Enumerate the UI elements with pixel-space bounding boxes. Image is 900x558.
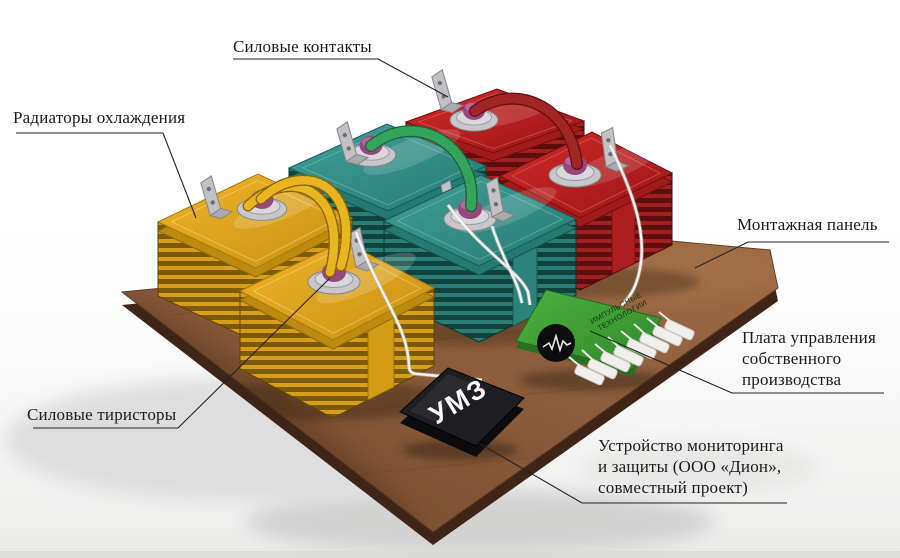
label-cooling-radiators: Радиаторы охлаждения: [13, 108, 186, 127]
power-cable-red: [469, 92, 583, 170]
thyristor-teal-front: [443, 199, 497, 232]
leader-radiators: [16, 132, 197, 219]
power-cable-yellow: [242, 174, 352, 278]
leader-mounting-panel: [694, 241, 889, 269]
wire-yellow-to-umz: [354, 231, 483, 382]
power-contact-bracket-teal-back: [336, 121, 370, 166]
power-contact-bracket-yellow-back: [200, 175, 234, 220]
control-board: ИМПУЛЬСНЫЕ ТЕХНОЛОГИИ: [515, 289, 695, 386]
leader-thyristors: [33, 277, 331, 429]
board-connectors: [568, 311, 695, 386]
control-wires: [354, 144, 644, 382]
floor-edge-strip: [0, 551, 900, 558]
board-logo-circle: [537, 324, 575, 362]
power-contact-bracket-teal-front: [485, 176, 516, 222]
label-monitoring-device: Устройство мониторинга и защиты (ООО «Ди…: [598, 436, 784, 497]
power-contact-bracket-red-back: [431, 69, 465, 114]
board-logo-pulse-icon: [542, 333, 572, 353]
wire-red-to-board: [608, 144, 643, 307]
label-mounting-panel: Монтажная панель: [737, 215, 878, 234]
label-power-contacts: Силовые контакты: [233, 37, 372, 56]
label-control-board: Плата управления собственного производст…: [742, 328, 876, 389]
power-cable-green: [365, 125, 478, 212]
wire-teal-back-to-board: [447, 204, 532, 306]
wire-teal-front-to-board: [490, 225, 524, 304]
umz-device: УМЗ: [399, 367, 525, 457]
label-power-thyristors: Силовые тиристоры: [27, 405, 177, 424]
leader-monitoring: [457, 430, 787, 504]
leader-power-contacts: [233, 58, 449, 98]
leader-control-board: [589, 330, 884, 394]
power-contact-bracket-yellow-front: [348, 226, 380, 272]
thyristor-module-yellow: [156, 173, 436, 419]
connector-pins: [568, 311, 671, 367]
leader-lines: [16, 58, 889, 504]
